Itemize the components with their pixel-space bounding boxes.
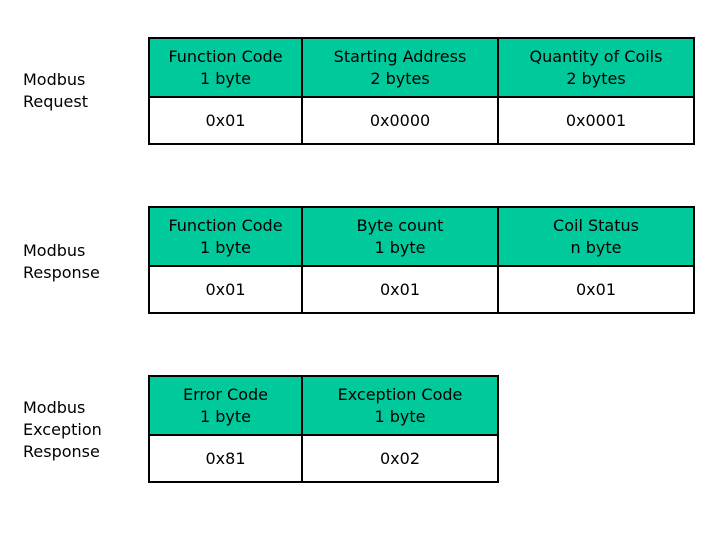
request-starting-address-header: Starting Address 2 bytes: [303, 39, 497, 96]
response-function-code-value: 0x01: [150, 267, 301, 312]
exception-error-code-value: 0x81: [150, 436, 301, 481]
request-function-code-value: 0x01: [150, 98, 301, 143]
request-function-code-header: Function Code 1 byte: [150, 39, 301, 96]
request-starting-address-value: 0x0000: [303, 98, 497, 143]
exception-error-code-header: Error Code 1 byte: [150, 377, 301, 434]
response-function-code-header: Function Code 1 byte: [150, 208, 301, 265]
request-column-divider-1: [301, 39, 303, 143]
response-coil-status-value: 0x01: [499, 267, 693, 312]
response-byte-count-value: 0x01: [303, 267, 497, 312]
request-row-divider: [150, 96, 693, 98]
response-coil-status-header: Coil Status n byte: [499, 208, 693, 265]
request-column-divider-2: [497, 39, 499, 143]
response-column-divider-2: [497, 208, 499, 312]
exception-exception-code-header: Exception Code 1 byte: [303, 377, 497, 434]
exception-exception-code-value: 0x02: [303, 436, 497, 481]
request-label: Modbus Request: [23, 70, 88, 111]
request-quantity-of-coils-header: Quantity of Coils 2 bytes: [499, 39, 693, 96]
response-label: Modbus Response: [23, 241, 100, 282]
exception-response-frame: Error Code 1 byte Exception Code 1 byte …: [148, 375, 499, 483]
exception-column-divider-1: [301, 377, 303, 481]
request-quantity-of-coils-value: 0x0001: [499, 98, 693, 143]
response-frame: Function Code 1 byte Byte count 1 byte C…: [148, 206, 695, 314]
response-row-divider: [150, 265, 693, 267]
request-frame: Function Code 1 byte Starting Address 2 …: [148, 37, 695, 145]
response-column-divider-1: [301, 208, 303, 312]
exception-response-label: Modbus Exception Response: [23, 398, 102, 461]
response-byte-count-header: Byte count 1 byte: [303, 208, 497, 265]
exception-row-divider: [150, 434, 497, 436]
